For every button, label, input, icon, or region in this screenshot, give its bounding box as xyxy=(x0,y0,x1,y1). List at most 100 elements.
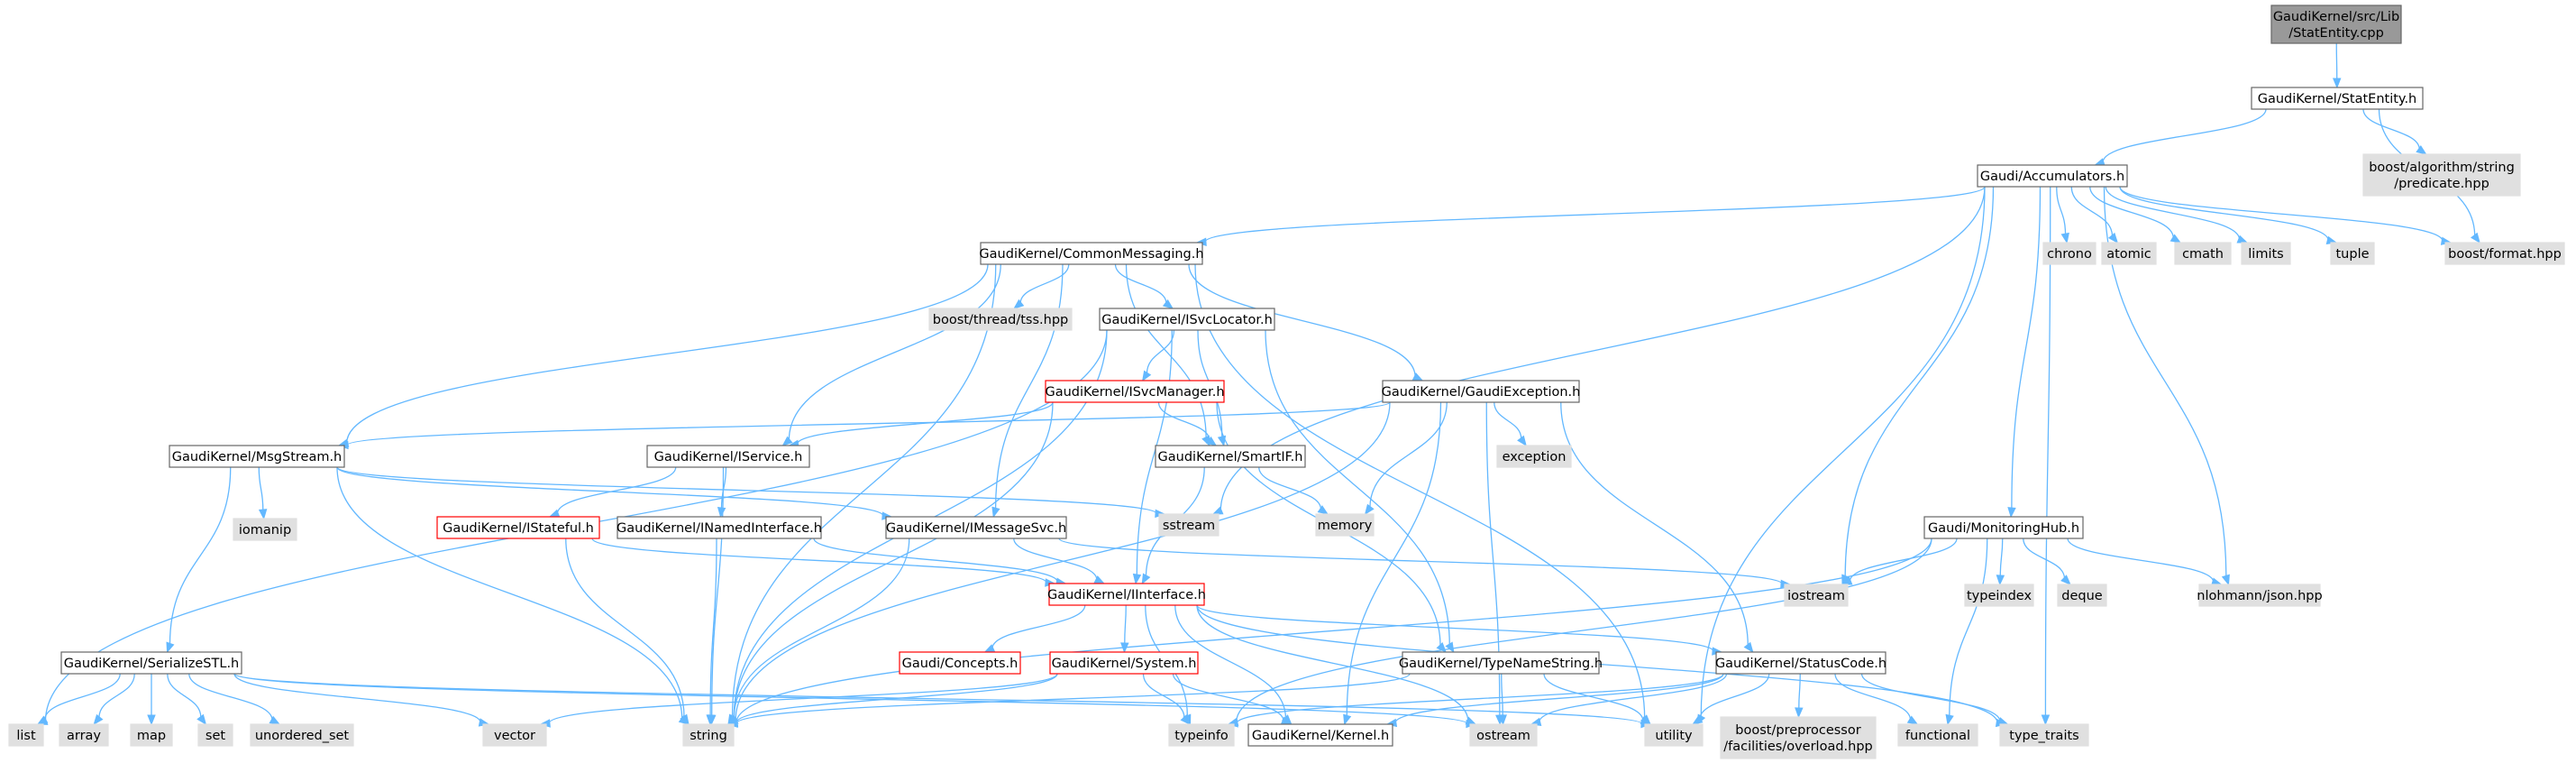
edge-monitoringhub_h-to-typeindex xyxy=(1999,538,2004,577)
node-box xyxy=(2101,242,2157,265)
node-root[interactable]: GaudiKernel/src/Lib/StatEntity.cpp xyxy=(2270,5,2402,44)
edge-isvcmanager_h-to-iservice_h xyxy=(796,401,1054,445)
node-label: limits xyxy=(2248,247,2283,262)
arrowhead-root-to-statentity_h xyxy=(2332,78,2342,89)
node-label: GaudiKernel/CommonMessaging.h xyxy=(979,247,1203,262)
node-label: utility xyxy=(1655,729,1693,743)
arrowhead-smartif_h-to-memory xyxy=(1317,505,1329,515)
arrowhead-gaudiexception_h-to-statuscode_h xyxy=(1743,641,1754,654)
node-box xyxy=(1158,513,1219,537)
node-box xyxy=(899,651,1021,675)
node-box xyxy=(980,242,1203,265)
node-box xyxy=(1155,445,1306,468)
node-box xyxy=(169,445,345,468)
edge-accumulators_h-to-atomic xyxy=(2070,186,2114,237)
node-label: ostream xyxy=(1476,729,1530,743)
edge-commonmessaging_h-to-gaudiexception_h xyxy=(1188,263,1416,377)
node-smartif_h[interactable]: GaudiKernel/SmartIF.h xyxy=(1155,445,1306,468)
node-label: /facilities/overload.hpp xyxy=(1723,740,1873,754)
edge-istateful_h-to-iinterface_h xyxy=(591,538,1047,584)
arrowhead-statuscode_h-to-utility xyxy=(1692,715,1704,725)
node-label: iomanip xyxy=(239,523,291,538)
edge-imessagesvc_h-to-iostream xyxy=(1058,538,1783,585)
node-boost_overload: boost/preprocessor/facilities/overload.h… xyxy=(1720,716,1877,759)
node-exception: exception xyxy=(1496,445,1572,468)
edge-accumulators_h-to-boost_format xyxy=(2119,186,2444,242)
node-box xyxy=(60,651,242,675)
node-typeinfo: typeinfo xyxy=(1168,723,1235,747)
arrowhead-monitoringhub_h-to-deque xyxy=(2060,575,2071,585)
node-concepts_h[interactable]: Gaudi/Concepts.h xyxy=(899,651,1021,675)
edge-isvcmanager_h-to-smartif_h xyxy=(1157,401,1210,441)
node-label: Gaudi/Accumulators.h xyxy=(1980,170,2124,184)
edge-monitoringhub_h-to-iostream xyxy=(1849,538,1958,582)
node-iservice_h[interactable]: GaudiKernel/IService.h xyxy=(646,445,810,468)
node-array: array xyxy=(59,723,109,747)
node-istateful_h[interactable]: GaudiKernel/IStateful.h xyxy=(436,516,600,539)
node-label: GaudiKernel/StatusCode.h xyxy=(1715,657,1886,671)
arrowhead-iservice_h-to-inamedinterface_h xyxy=(717,507,726,519)
node-map: map xyxy=(130,723,173,747)
arrowhead-inamedinterface_h-to-string xyxy=(706,714,715,726)
node-statuscode_h[interactable]: GaudiKernel/StatusCode.h xyxy=(1715,651,1886,675)
node-type_traits: type_traits xyxy=(1999,723,2089,747)
node-kernel_h[interactable]: GaudiKernel/Kernel.h xyxy=(1247,723,1393,747)
node-accumulators_h[interactable]: Gaudi/Accumulators.h xyxy=(1977,164,2128,188)
node-iinterface_h[interactable]: GaudiKernel/IInterface.h xyxy=(1047,583,1206,606)
edge-gaudiexception_h-to-memory xyxy=(1369,401,1448,508)
node-msgstream_h[interactable]: GaudiKernel/MsgStream.h xyxy=(169,445,345,468)
node-label: GaudiKernel/IStateful.h xyxy=(443,521,594,536)
node-commonmessaging_h[interactable]: GaudiKernel/CommonMessaging.h xyxy=(979,242,1204,265)
node-system_h[interactable]: GaudiKernel/System.h xyxy=(1049,651,1199,675)
node-box xyxy=(482,723,547,747)
node-statentity_h[interactable]: GaudiKernel/StatEntity.h xyxy=(2251,87,2424,110)
edge-system_h-to-typeinfo xyxy=(1142,673,1185,719)
edge-system_h-to-kernel_h xyxy=(1172,673,1284,722)
node-box xyxy=(233,518,297,541)
arrowhead-commonmessaging_h-to-imessagesvc_h xyxy=(991,506,1000,519)
edge-commonmessaging_h-to-string xyxy=(731,263,997,718)
node-label: typeinfo xyxy=(1174,729,1229,743)
node-label: nlohmann/json.hpp xyxy=(2197,589,2322,603)
node-box xyxy=(928,308,1073,331)
edge-iinterface_h-to-concepts_h xyxy=(991,604,1086,649)
edge-serializestl_h-to-utility xyxy=(233,673,1643,725)
node-imessagesvc_h[interactable]: GaudiKernel/IMessageSvc.h xyxy=(885,516,1067,539)
arrowhead-statentity_h-to-boost_format xyxy=(2470,232,2480,244)
node-isvclocator_h[interactable]: GaudiKernel/ISvcLocator.h xyxy=(1099,308,1275,331)
node-box xyxy=(2174,242,2232,265)
arrowhead-commonmessaging_h-to-gaudiexception_h xyxy=(1411,372,1424,382)
node-label: deque xyxy=(2061,589,2103,603)
node-serializestl_h[interactable]: GaudiKernel/SerializeSTL.h xyxy=(60,651,242,675)
edge-accumulators_h-to-limits xyxy=(2105,186,2241,240)
node-box xyxy=(1720,716,1877,759)
edge-commonmessaging_h-to-imessagesvc_h xyxy=(994,263,1064,510)
node-unordered_set: unordered_set xyxy=(250,723,354,747)
edge-isvcmanager_h-to-string xyxy=(733,401,1054,719)
arrowhead-typenamestring_h-to-ostream xyxy=(1498,714,1507,726)
node-box xyxy=(682,723,735,747)
node-inamedinterface_h[interactable]: GaudiKernel/INamedInterface.h xyxy=(617,516,822,539)
edge-statuscode_h-to-functional xyxy=(1834,673,1912,721)
node-label: iostream xyxy=(1787,589,1845,603)
arrowhead-accumulators_h-to-atomic xyxy=(2107,232,2119,244)
node-label: GaudiKernel/Kernel.h xyxy=(1252,729,1389,743)
edge-statuscode_h-to-utility xyxy=(1699,673,1770,721)
node-label: GaudiKernel/StatEntity.h xyxy=(2258,92,2417,106)
node-box xyxy=(1168,723,1235,747)
node-gaudiexception_h[interactable]: GaudiKernel/GaudiException.h xyxy=(1382,380,1581,403)
node-deque: deque xyxy=(2057,584,2107,607)
node-box xyxy=(1923,516,2084,539)
arrowhead-accumulators_h-to-sstream xyxy=(1211,506,1224,515)
node-boost_tss: boost/thread/tss.hpp xyxy=(928,308,1073,331)
edge-msgstream_h-to-iomanip xyxy=(258,466,264,511)
node-typenamestring_h[interactable]: GaudiKernel/TypeNameString.h xyxy=(1399,651,1603,675)
node-isvcmanager_h[interactable]: GaudiKernel/ISvcManager.h xyxy=(1045,380,1225,403)
edge-monitoringhub_h-to-typeinfo xyxy=(1236,538,1932,722)
edge-inamedinterface_h-to-string xyxy=(709,538,717,717)
node-atomic: atomic xyxy=(2101,242,2157,265)
node-box xyxy=(1964,584,2034,607)
node-monitoringhub_h[interactable]: Gaudi/MonitoringHub.h xyxy=(1923,516,2084,539)
edge-serializestl_h-to-ostream xyxy=(233,673,1468,725)
node-box xyxy=(1382,380,1580,403)
